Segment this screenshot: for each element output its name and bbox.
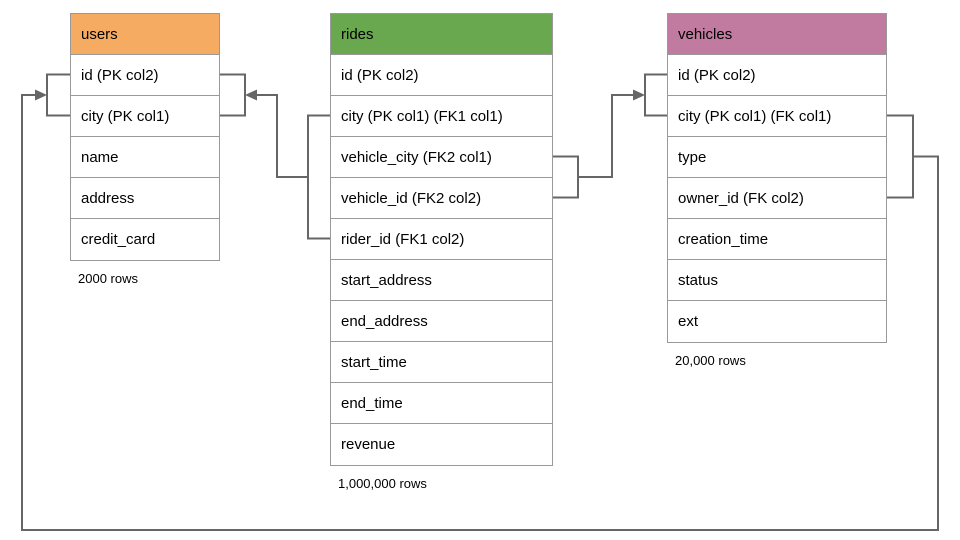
column-rides-id: id (PK col2) <box>331 55 552 96</box>
table-users: users id (PK col2) city (PK col1) name a… <box>70 13 220 286</box>
column-vehicles-owner_id: owner_id (FK col2) <box>668 178 886 219</box>
column-users-credit_card: credit_card <box>71 219 219 260</box>
column-vehicles-city: city (PK col1) (FK col1) <box>668 96 886 137</box>
column-rides-vehicle_city: vehicle_city (FK2 col1) <box>331 137 552 178</box>
arrowhead-vehicles-users-icon <box>35 89 47 101</box>
column-users-name: name <box>71 137 219 178</box>
column-rides-city: city (PK col1) (FK1 col1) <box>331 96 552 137</box>
column-vehicles-ext: ext <box>668 301 886 342</box>
arrowhead-rides-users-icon <box>245 89 257 101</box>
table-header-users: users <box>71 14 219 55</box>
column-rides-end_address: end_address <box>331 301 552 342</box>
row-count-vehicles: 20,000 rows <box>675 353 746 368</box>
arrowhead-rides-vehicles-icon <box>633 89 645 101</box>
row-count-users: 2000 rows <box>78 271 138 286</box>
column-vehicles-status: status <box>668 260 886 301</box>
connector-rides-vehicles <box>553 73 667 199</box>
table-rides: rides id (PK col2) city (PK col1) (FK1 c… <box>330 13 553 491</box>
column-users-address: address <box>71 178 219 219</box>
column-rides-rider_id: rider_id (FK1 col2) <box>331 219 552 260</box>
column-rides-revenue: revenue <box>331 424 552 465</box>
connector-rides-users <box>220 73 330 240</box>
table-header-rides: rides <box>331 14 552 55</box>
column-vehicles-id: id (PK col2) <box>668 55 886 96</box>
row-count-rides: 1,000,000 rows <box>338 476 427 491</box>
column-rides-end_time: end_time <box>331 383 552 424</box>
column-users-id: id (PK col2) <box>71 55 219 96</box>
column-vehicles-type: type <box>668 137 886 178</box>
column-rides-start_address: start_address <box>331 260 552 301</box>
column-vehicles-creation_time: creation_time <box>668 219 886 260</box>
table-header-vehicles: vehicles <box>668 14 886 55</box>
table-vehicles: vehicles id (PK col2) city (PK col1) (FK… <box>667 13 887 368</box>
column-rides-start_time: start_time <box>331 342 552 383</box>
column-users-city: city (PK col1) <box>71 96 219 137</box>
column-rides-vehicle_id: vehicle_id (FK2 col2) <box>331 178 552 219</box>
